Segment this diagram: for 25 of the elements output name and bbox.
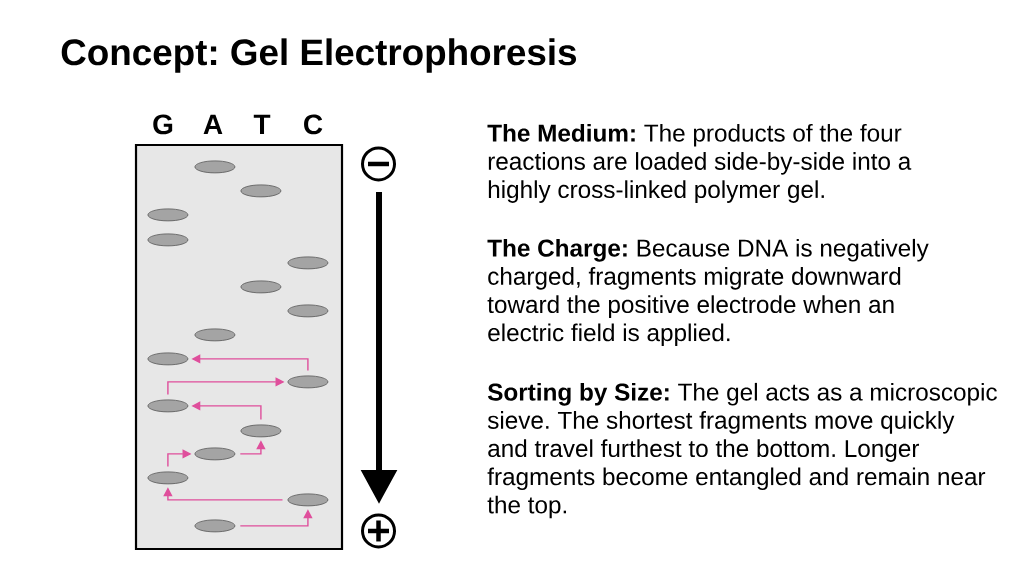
title: Concept: Gel Electrophoresis <box>61 38 577 73</box>
gel-band <box>240 184 282 198</box>
gel-band <box>287 375 329 389</box>
gel-band <box>287 256 329 270</box>
gel-band <box>240 424 282 438</box>
gel-band <box>287 493 329 507</box>
paragraph: The Medium: The products of the four reactions are loaded side-by-side into a highly cross-linked polymer gel. <box>487 123 912 203</box>
lane-label: T <box>253 114 271 134</box>
gel-band <box>194 519 236 533</box>
gel-band <box>147 208 189 222</box>
gel-band <box>240 280 282 294</box>
gel-band <box>194 160 236 174</box>
gel-slab <box>134 143 344 551</box>
gel-band <box>194 447 236 461</box>
lane-label: G <box>153 114 173 135</box>
gel-band <box>147 471 189 485</box>
gel-band <box>147 399 189 413</box>
gel-band <box>147 352 189 366</box>
gel-band <box>147 233 189 247</box>
gel-band <box>287 304 329 318</box>
lane-label: A <box>203 114 223 134</box>
paragraph: The Charge: Because DNA is negatively charged, fragments migrate downward toward the positive electrode when an electric field is applied. <box>487 238 929 347</box>
paragraph: Sorting by Size: The gel acts as a microscopic sieve. The shortest fragments move quickly and travel furthest to the bottom. Longer fragments become entangled and remain near the top. <box>487 382 997 519</box>
gel-band <box>194 328 236 342</box>
lane-label: C <box>304 114 323 135</box>
